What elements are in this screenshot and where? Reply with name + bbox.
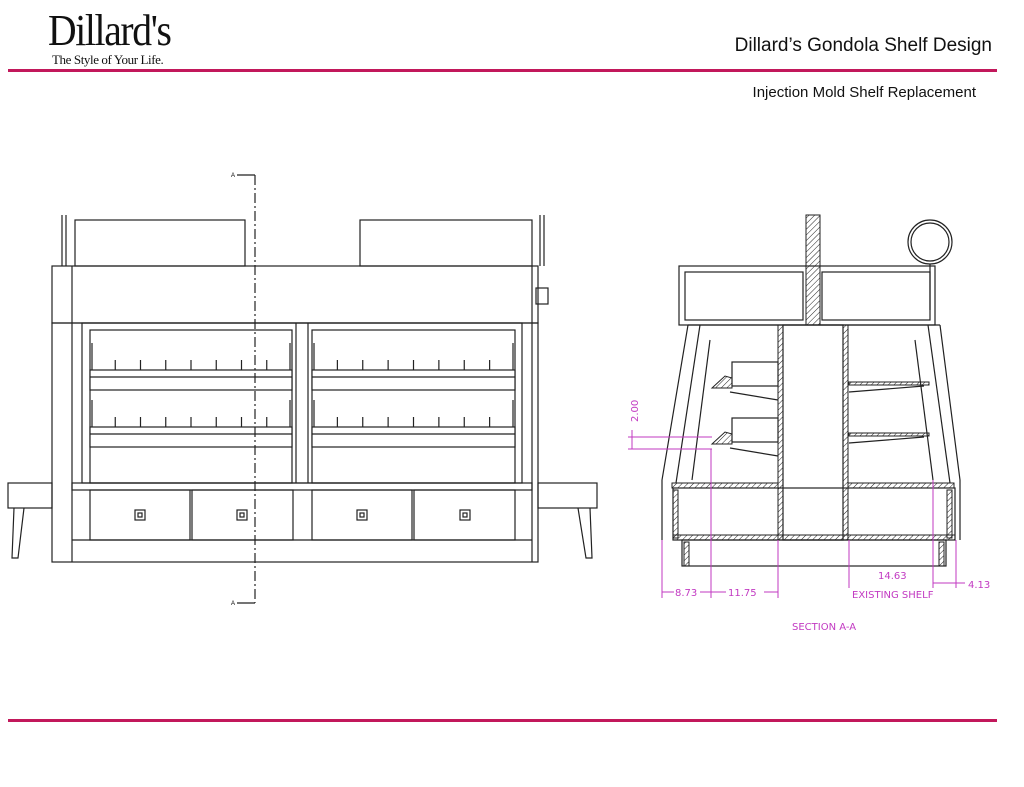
section-label: SECTION A-A	[792, 622, 856, 633]
dim-shelf-lip: 2.00	[630, 400, 641, 422]
logo-tagline: The Style of Your Life.	[52, 52, 164, 67]
drawer-knob	[459, 509, 471, 521]
center-post	[805, 214, 821, 326]
dim-existing-shelf-label: EXISTING SHELF	[852, 590, 934, 601]
header-panel-left	[74, 219, 246, 267]
dim-right-offset: 4.13	[968, 580, 990, 591]
section-view: 2.00 8.73 11.75 14.63 EXISTING SHELF 4.1…	[628, 214, 990, 633]
header-divider	[8, 69, 997, 72]
display-shelf	[311, 426, 516, 448]
section-marker-top: A	[231, 173, 235, 179]
drawer-knob	[356, 509, 368, 521]
front-elevation: A A	[7, 173, 598, 607]
logo-wordmark: Dillard's	[48, 6, 172, 55]
drawer	[191, 489, 294, 541]
plinth	[681, 539, 947, 567]
drawer	[311, 489, 413, 541]
display-shelf	[311, 369, 516, 391]
drawer-knob	[236, 509, 248, 521]
display-shelf	[89, 426, 293, 448]
dillards-logo: Dillard's The Style of Your Life.	[48, 6, 184, 67]
new-shelf	[731, 417, 779, 443]
new-shelf	[731, 361, 779, 387]
center-column	[782, 324, 844, 541]
existing-shelf	[848, 381, 930, 386]
base-wing-right	[537, 482, 598, 509]
drawer	[89, 489, 191, 541]
dimension-lines	[628, 430, 965, 598]
drawer-knob	[134, 509, 146, 521]
dim-new-shelf: 11.75	[728, 588, 757, 599]
base-wing-left	[7, 482, 53, 509]
top-cabinet	[51, 265, 539, 324]
section-marker-bottom: A	[231, 601, 235, 607]
mirror	[907, 219, 953, 265]
page-subtitle: Injection Mold Shelf Replacement	[752, 84, 976, 101]
existing-shelf	[848, 432, 930, 437]
display-shelf	[89, 369, 293, 391]
dim-left-offset: 8.73	[675, 588, 697, 599]
dim-existing-shelf-depth: 14.63	[878, 571, 907, 582]
drawer	[413, 489, 516, 541]
footer-divider	[8, 719, 997, 722]
header-panel-right	[359, 219, 533, 267]
page-title: Dillard’s Gondola Shelf Design	[734, 35, 992, 56]
